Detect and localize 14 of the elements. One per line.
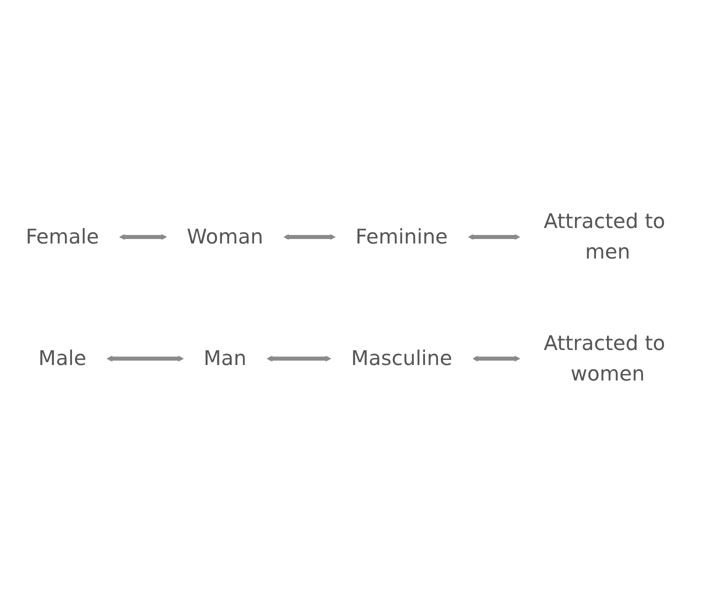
node-text: Feminine xyxy=(356,224,448,248)
arrow xyxy=(472,355,520,362)
arrow xyxy=(468,234,520,240)
node-text: Attracted to men xyxy=(544,210,666,264)
node-text: Male xyxy=(38,346,86,370)
arrow xyxy=(266,355,332,362)
node-text: Masculine xyxy=(351,346,452,370)
node-text: Man xyxy=(204,346,246,370)
node-text: Woman xyxy=(186,224,264,248)
arrow xyxy=(106,355,184,362)
node-text: Female xyxy=(26,224,100,248)
node-text: Attracted to women xyxy=(544,331,666,386)
arrow xyxy=(284,234,336,240)
arrow xyxy=(119,234,167,240)
